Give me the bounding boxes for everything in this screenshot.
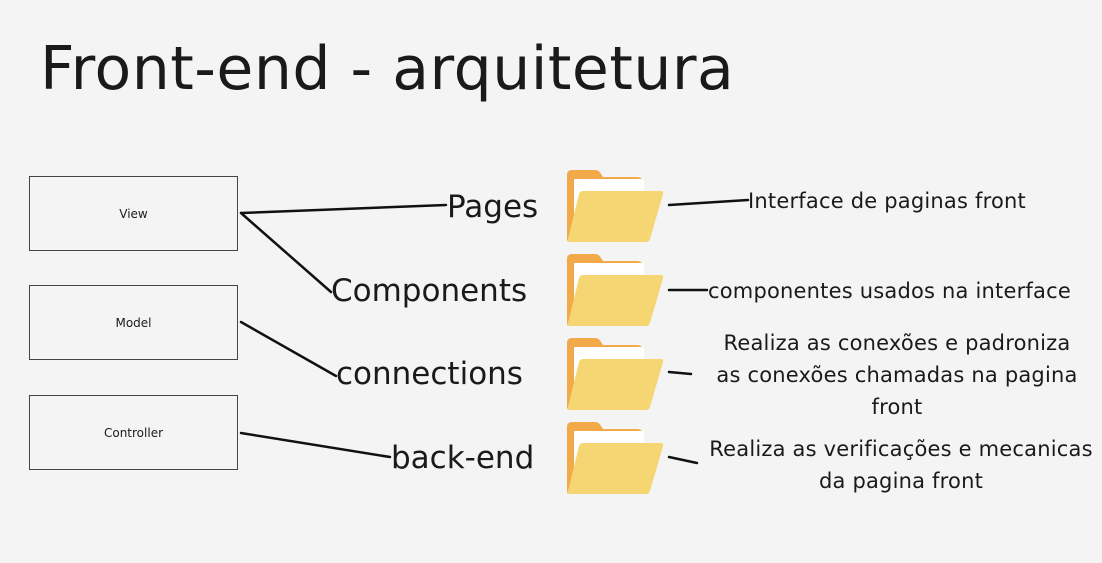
folder-name-components: Components (331, 273, 528, 309)
layer-box-controller: Controller (29, 395, 238, 470)
layer-label: View (119, 206, 148, 221)
connector-model-connections (239, 320, 338, 378)
folder-name-connections: connections (336, 356, 523, 392)
description-line: da pagina front (818, 469, 984, 493)
description-pages: Interface de paginas front (748, 185, 1026, 217)
connector-view-pages (239, 203, 448, 215)
page-title: Front-end - arquitetura (40, 34, 735, 104)
folder-icon (567, 170, 664, 242)
description-line: componentes usados na interface (708, 279, 1071, 303)
folder-icon (567, 422, 664, 494)
connector-pages-desc (667, 198, 750, 207)
connector-controller-backend (239, 431, 392, 459)
layer-box-view: View (29, 176, 238, 251)
folder-icon (567, 254, 664, 326)
folder-icon (567, 338, 664, 410)
description-line: front (871, 395, 923, 419)
folder-name-pages: Pages (447, 189, 539, 225)
description-back-end: Realiza as verificações e mecanicas da p… (700, 433, 1102, 497)
description-line: Realiza as conexões e padroniza (723, 331, 1071, 355)
folder-name-back-end: back-end (391, 440, 535, 476)
connector-backend-desc (667, 455, 699, 465)
description-line: Interface de paginas front (748, 189, 1026, 213)
layer-label: Controller (103, 425, 164, 440)
description-line: as conexões chamadas na pagina (716, 363, 1078, 387)
layer-label: Model (115, 315, 152, 330)
connector-view-components (239, 211, 333, 294)
description-line: Realiza as verificações e mecanicas (709, 437, 1093, 461)
description-components: componentes usados na interface (708, 275, 1071, 307)
layer-box-model: Model (29, 285, 238, 360)
connector-connections-desc (667, 370, 693, 376)
description-connections: Realiza as conexões e padroniza as conex… (697, 327, 1097, 423)
